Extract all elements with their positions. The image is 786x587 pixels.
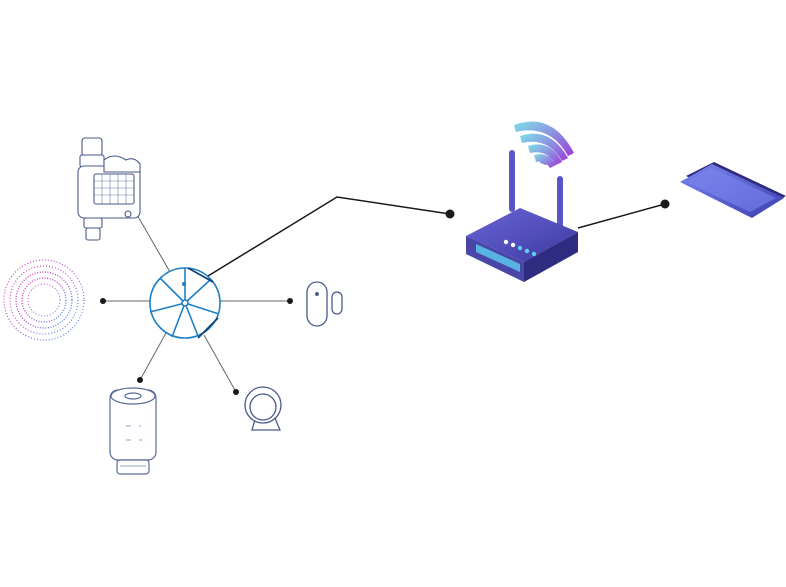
edge-hub-irrigation [135, 212, 171, 273]
dot-door [287, 298, 293, 304]
wifi-router-icon [466, 121, 578, 282]
camera-icon [244, 386, 282, 431]
smart-hub-icon [149, 267, 221, 339]
edge-router-phone [577, 203, 666, 229]
edge-hub-camera [203, 334, 237, 393]
edge-hub-router [207, 196, 451, 277]
dot-router [445, 209, 455, 219]
edge-hub-thermostat [139, 332, 167, 381]
dot-phone [660, 199, 670, 209]
endpoint-dots [100, 199, 670, 395]
connections [103, 196, 666, 393]
wifi-signal-icon [514, 121, 574, 168]
radiator-thermostat-icon [109, 387, 157, 475]
dot-thermostat [137, 377, 143, 383]
dot-light [100, 298, 106, 304]
smartphone-icon [680, 162, 786, 218]
ceiling-light-icon [3, 259, 85, 341]
door-sensor-icon [306, 281, 343, 327]
irrigation-controller-icon [77, 137, 141, 241]
dot-camera [233, 389, 239, 395]
